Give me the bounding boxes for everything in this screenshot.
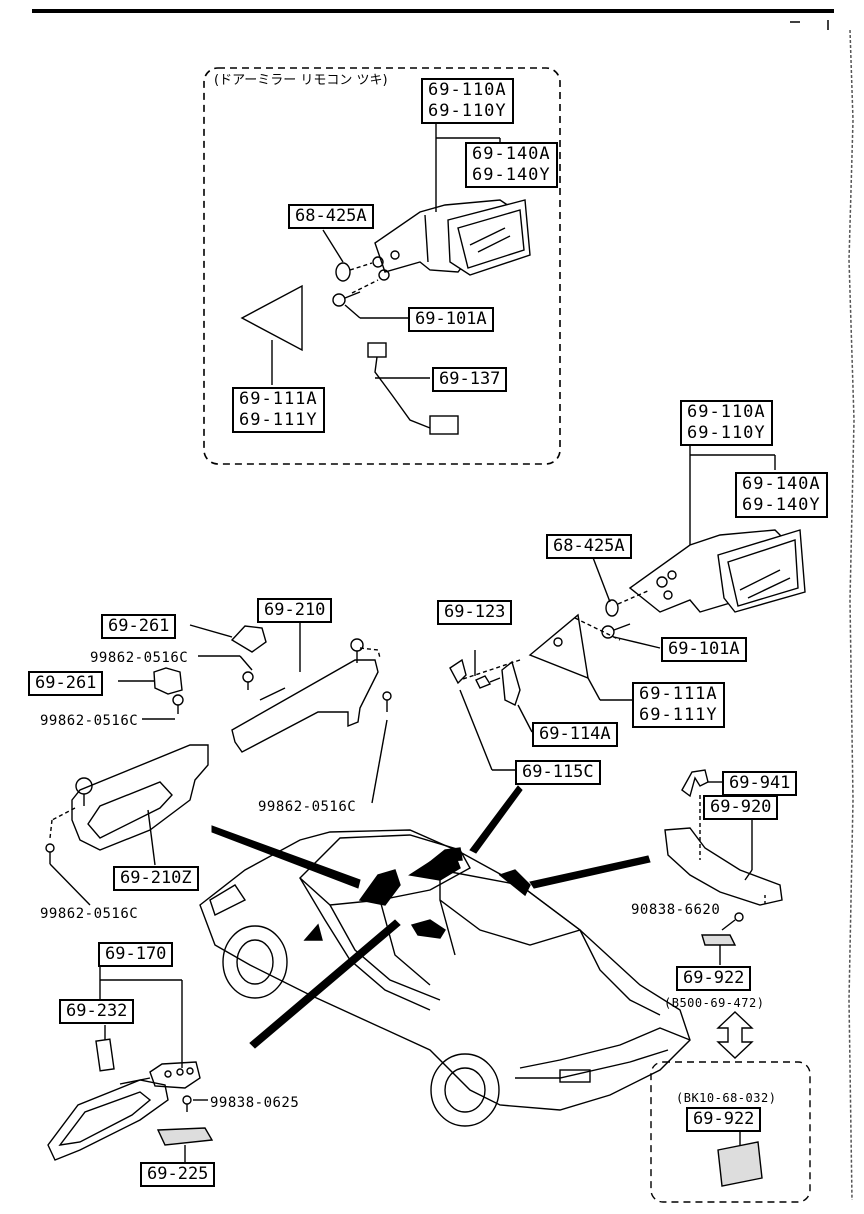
grip-label[interactable]: 69-920 xyxy=(703,795,779,820)
part-number: 69-110A xyxy=(687,402,766,422)
grip-clip-label[interactable]: 69-941 xyxy=(722,771,798,796)
scan-edge xyxy=(848,29,855,1201)
part-number: 69-140A xyxy=(472,144,551,164)
mirror-screw-label[interactable]: 69-101A xyxy=(661,637,747,662)
mirror-glass-label[interactable]: 69-140A 69-140Y xyxy=(735,472,828,518)
mirror-trim-label[interactable]: 69-111A 69-111Y xyxy=(632,682,725,728)
inset-housing-label[interactable]: 69-110A 69-110Y xyxy=(421,78,514,124)
rv-part-a-label[interactable]: 69-232 xyxy=(59,999,135,1024)
alt-cover-ref: (BK10-68-032) xyxy=(676,1091,777,1105)
top-rule xyxy=(32,9,834,13)
pointer-wedges xyxy=(211,785,651,1049)
part-number: 69-110Y xyxy=(687,423,766,443)
mirror-housing-label[interactable]: 69-110A 69-110Y xyxy=(680,400,773,446)
part-number: 69-111Y xyxy=(239,410,318,430)
screw-top-label[interactable]: 99862-0516C xyxy=(90,650,189,666)
sedan-car-drawing xyxy=(199,829,691,1127)
screw-visor-left-label[interactable]: 99862-0516C xyxy=(40,906,139,922)
part-number: 69-140A xyxy=(742,474,821,494)
visor-right-label[interactable]: 69-210 xyxy=(257,598,333,623)
part-number: 69-110Y xyxy=(428,101,507,121)
alt-cover-label[interactable]: 69-922 xyxy=(686,1107,762,1132)
screw-mid-label[interactable]: 99862-0516C xyxy=(40,713,139,729)
visor-left-label[interactable]: 69-210Z xyxy=(113,866,199,891)
inset-frame xyxy=(203,67,561,465)
mirror-cap-label[interactable]: 68-425A xyxy=(546,534,632,559)
clip-part-label[interactable]: 69-123 xyxy=(437,600,513,625)
sun-visor-drawing xyxy=(45,622,392,906)
inset-cap-label[interactable]: 68-425A xyxy=(288,204,374,229)
rear-view-mirror-drawing xyxy=(47,965,214,1162)
inset-harness-label[interactable]: 69-137 xyxy=(432,367,508,392)
holder-mid-label[interactable]: 69-261 xyxy=(28,671,104,696)
rv-mirror-assembly-label[interactable]: 69-170 xyxy=(98,942,174,967)
part-number: 69-111Y xyxy=(639,705,718,725)
part-number: 69-140Y xyxy=(742,495,821,515)
rv-screw-label[interactable]: 99838-0625 xyxy=(210,1095,300,1111)
door-mirror-drawing xyxy=(449,445,806,771)
holder-top-label[interactable]: 69-261 xyxy=(101,614,177,639)
mirror-bracket-label[interactable]: 69-114A xyxy=(532,722,618,747)
grip-screw-label[interactable]: 90838-6620 xyxy=(631,902,721,918)
part-number: 69-111A xyxy=(239,389,318,409)
inset-title: (ドアーミラー リモコン ツキ) xyxy=(214,73,388,88)
grip-cover-label[interactable]: 69-922 xyxy=(676,966,752,991)
inset-screw-label[interactable]: 69-101A xyxy=(408,307,494,332)
inset-trim-label[interactable]: 69-111A 69-111Y xyxy=(232,387,325,433)
part-number: 69-110A xyxy=(428,80,507,100)
assist-grip-drawing xyxy=(650,769,811,1203)
inset-glass-label[interactable]: 69-140A 69-140Y xyxy=(465,142,558,188)
clip-b-label[interactable]: 69-115C xyxy=(515,760,601,785)
screw-visor-right-label[interactable]: 99862-0516C xyxy=(258,799,357,815)
grip-cover-ref: (B500-69-472) xyxy=(664,996,765,1010)
part-number: 69-111A xyxy=(639,684,718,704)
part-number: 69-140Y xyxy=(472,165,551,185)
rv-base-label[interactable]: 69-225 xyxy=(140,1162,216,1187)
